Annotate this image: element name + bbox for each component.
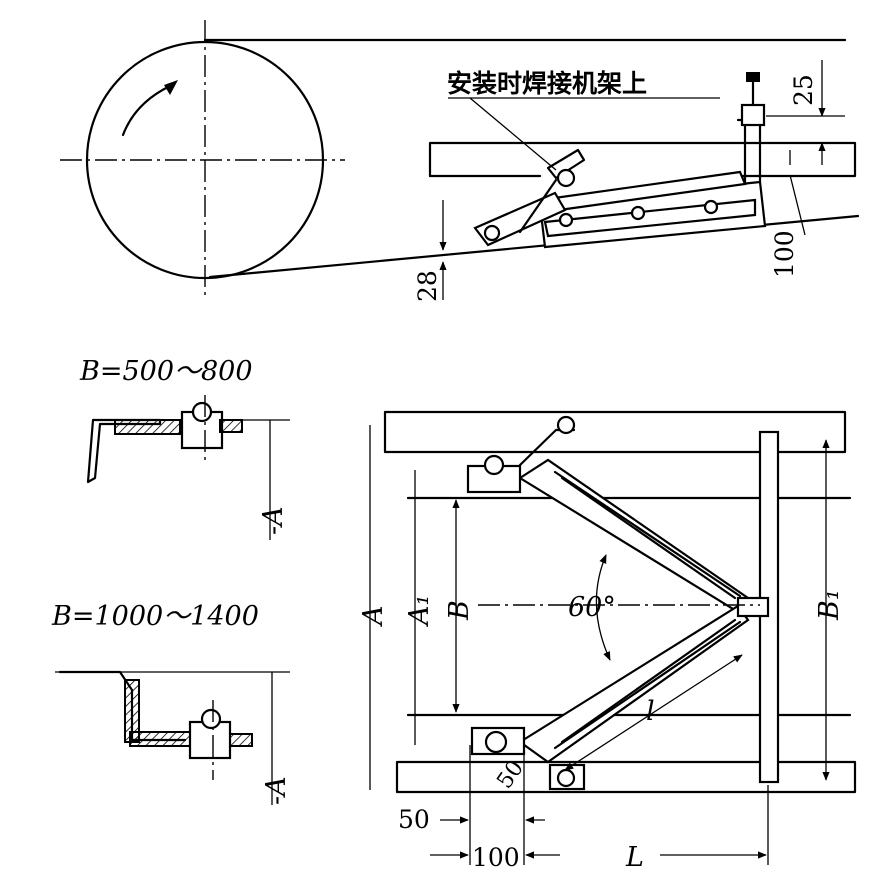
plan-view: A A₁ B B₁ 60° l 50 50 100 L [358, 410, 857, 873]
dim-25: 25 [789, 74, 818, 106]
range-label-2: B=1000～1400 [51, 601, 259, 632]
label-l: l [646, 696, 655, 727]
frame-beam [428, 141, 857, 178]
dim-A-2: -A [261, 776, 292, 805]
frame-top [383, 410, 847, 454]
label-B1: B₁ [814, 589, 845, 621]
frame-bottom [395, 760, 857, 794]
dim-100: 100 [770, 230, 799, 278]
bolt-3 [630, 205, 646, 221]
note-text: 安装时焊接机架上 [447, 69, 647, 98]
angle-label: 60° [568, 592, 616, 623]
angle-arc [595, 554, 611, 661]
dim-A-1: -A [258, 506, 289, 535]
v-arm-lower [518, 604, 750, 764]
rotation-arrow [121, 84, 172, 137]
dim-28: 28 [413, 270, 442, 302]
section-small-range: B=500～800 -A B=1000～1400 -A [51, 356, 292, 805]
label-B: B [444, 600, 475, 621]
v-arm-upper [517, 458, 750, 614]
label-A: A [358, 606, 389, 629]
range-label-1: B=500～800 [79, 356, 253, 387]
bolt-4 [703, 199, 719, 215]
pivot-bolt [556, 168, 576, 188]
label-L: L [625, 842, 644, 873]
angle-section-2 [58, 670, 187, 742]
dim-100-bottom: 100 [472, 843, 520, 872]
bolt-2 [558, 212, 574, 228]
dim-50: 50 [398, 805, 430, 834]
label-A1: A₁ [404, 595, 435, 628]
top-elevation-view: 安装时焊接机架上 25 100 28 [60, 20, 860, 302]
bolt-1 [483, 224, 501, 242]
